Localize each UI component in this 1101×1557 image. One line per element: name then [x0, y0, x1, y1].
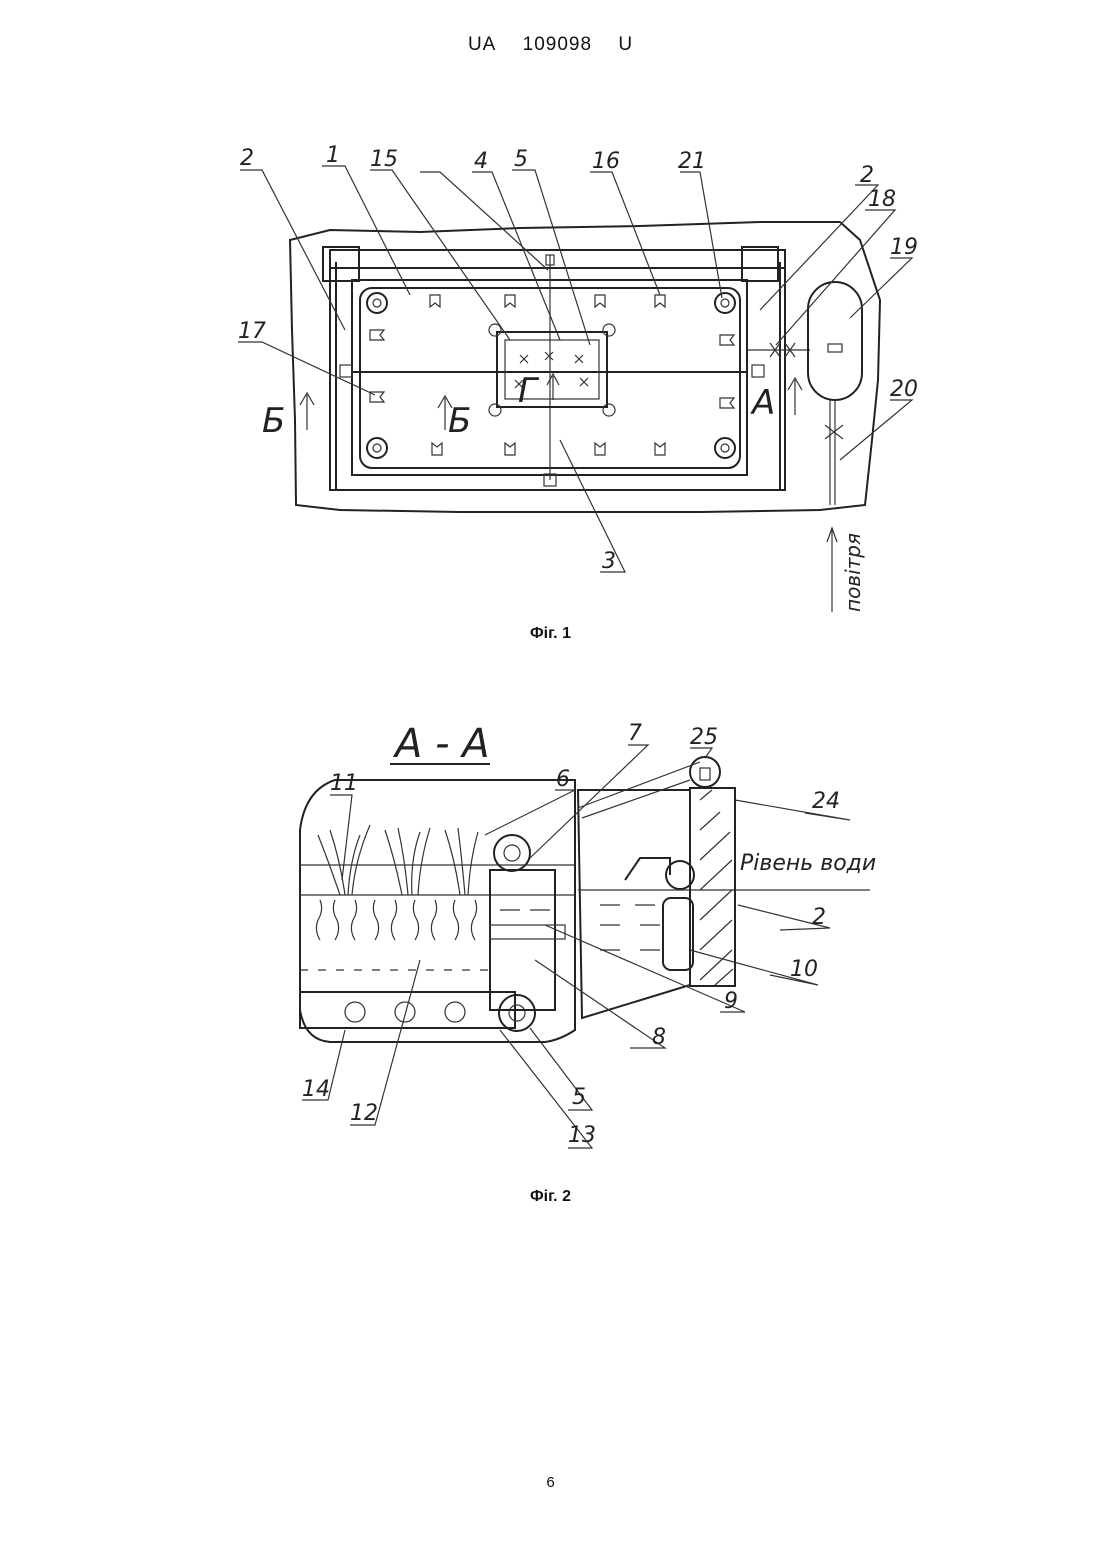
fig2-label-10: 10	[790, 957, 818, 982]
fig2-label-12: 12	[350, 1101, 378, 1126]
fig2-water-level: Рівень води	[740, 851, 876, 876]
fig2-label-6: 6	[556, 767, 570, 792]
figure-2-caption: Фіг. 2	[0, 1188, 1101, 1206]
fig2-label-2: 2	[812, 905, 826, 930]
fig2-label-24: 24	[812, 789, 840, 814]
fig2-label-11: 11	[330, 771, 358, 796]
fig2-label-8: 8	[652, 1025, 666, 1050]
fig2-label-13: 13	[568, 1123, 596, 1148]
fig2-label-14: 14	[302, 1077, 330, 1102]
fig2-label-25: 25	[690, 725, 718, 750]
fig2-label-7: 7	[628, 721, 642, 746]
figure-2-drawing: А - А	[0, 0, 1101, 1200]
fig2-label-5: 5	[572, 1085, 586, 1110]
page-number: 6	[0, 1474, 1101, 1491]
fig2-label-9: 9	[724, 989, 738, 1014]
fig2-section-title: А - А	[392, 721, 490, 767]
